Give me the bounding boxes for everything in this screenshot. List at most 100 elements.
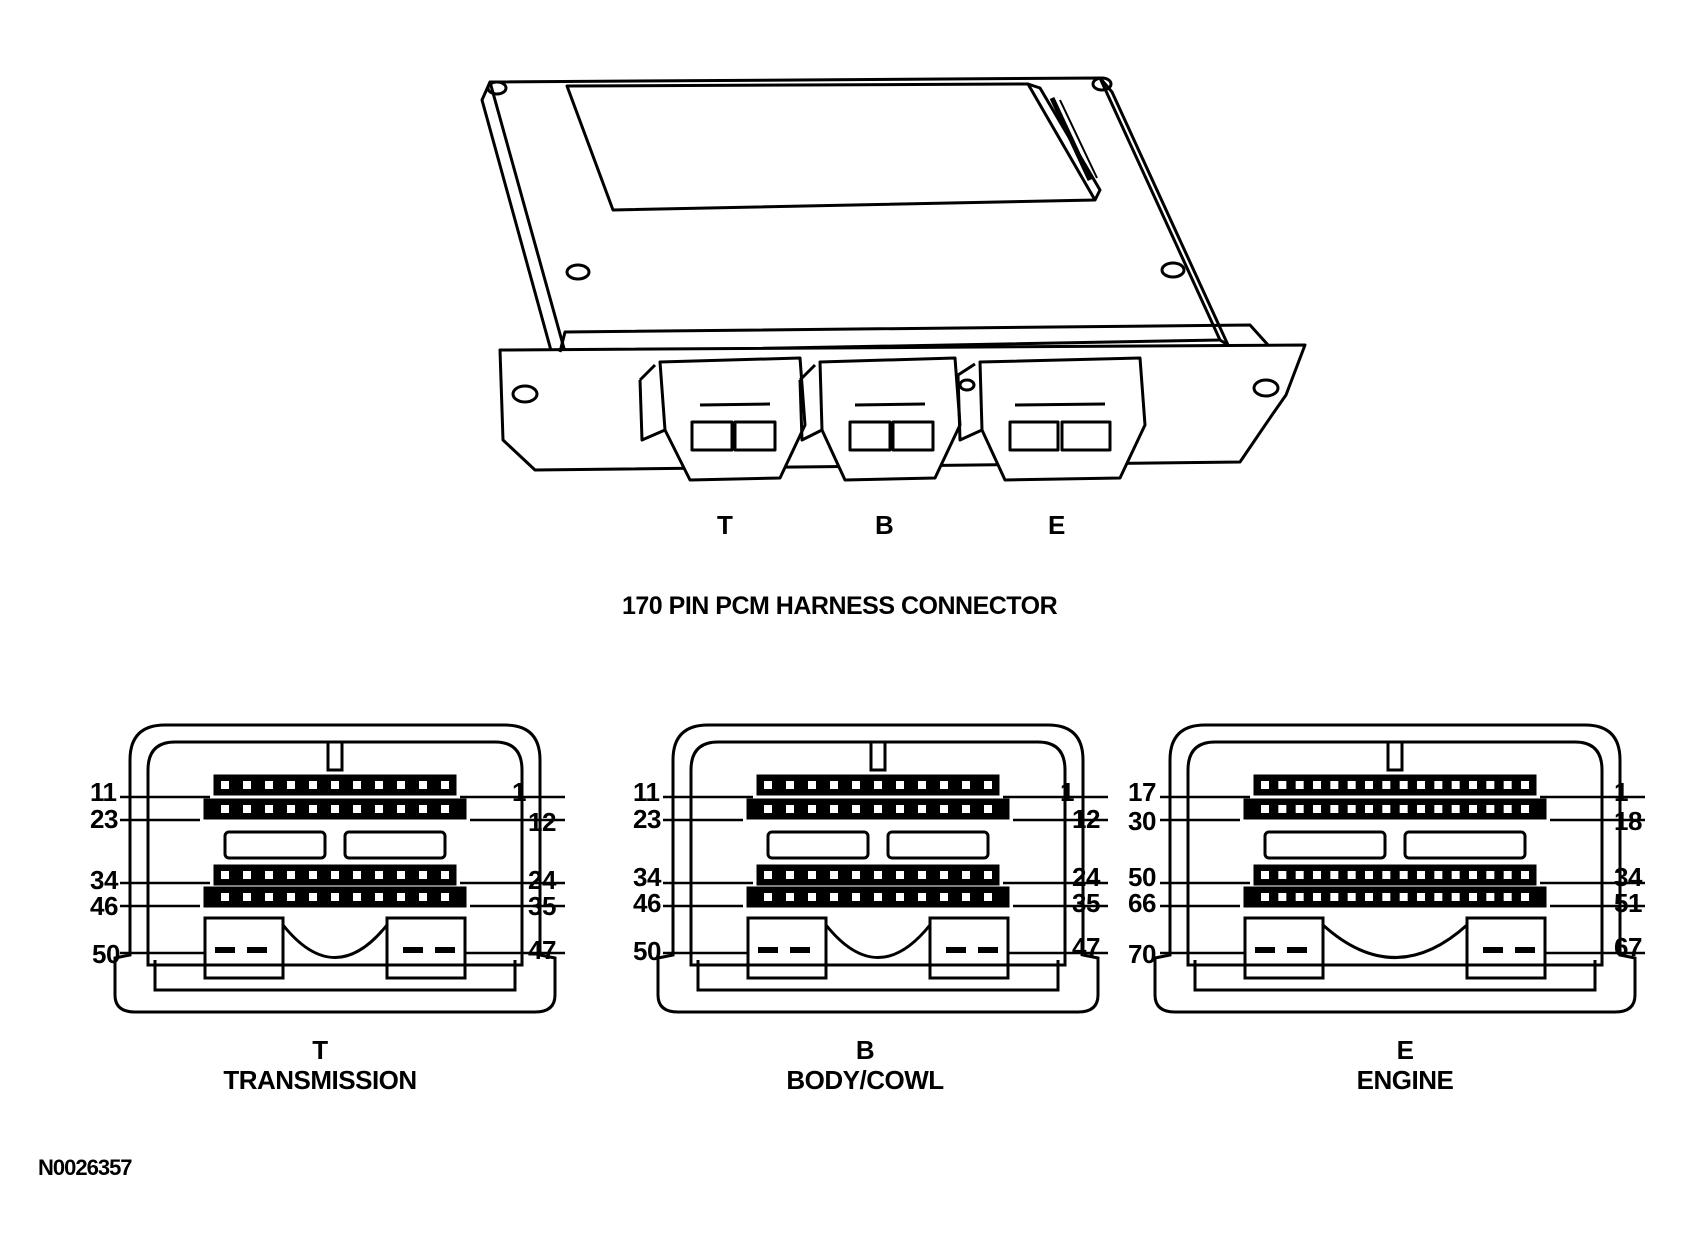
connector-shell bbox=[656, 723, 1100, 1014]
pin bbox=[265, 893, 273, 901]
pin bbox=[1278, 781, 1287, 789]
pin bbox=[309, 781, 317, 789]
pin bbox=[441, 781, 449, 789]
pin-label: 1 bbox=[512, 777, 526, 807]
screw-icon bbox=[1160, 261, 1186, 279]
pin bbox=[1503, 781, 1512, 789]
pin bbox=[962, 781, 970, 789]
module-letter-b: B bbox=[875, 510, 894, 540]
power-terminal bbox=[746, 916, 828, 980]
pin bbox=[918, 781, 926, 789]
pin bbox=[1261, 893, 1269, 901]
pin bbox=[441, 871, 449, 879]
pin-label: 30 bbox=[1128, 806, 1156, 836]
key-slot bbox=[223, 830, 327, 860]
pin-label: 35 bbox=[1072, 888, 1100, 918]
pin-label: 34 bbox=[1614, 862, 1642, 892]
pin bbox=[830, 893, 838, 901]
pin bbox=[309, 893, 317, 901]
pin bbox=[265, 781, 273, 789]
pin bbox=[265, 871, 273, 879]
module-socket-b bbox=[798, 356, 962, 482]
key-slot bbox=[886, 830, 990, 860]
pin bbox=[764, 893, 772, 901]
pin bbox=[1330, 893, 1339, 901]
pin bbox=[243, 781, 251, 789]
pin bbox=[808, 781, 816, 789]
pin bbox=[1330, 781, 1339, 789]
pin bbox=[940, 805, 948, 813]
pin bbox=[1261, 805, 1269, 813]
connector-transmission bbox=[113, 723, 565, 1014]
pin bbox=[1486, 781, 1495, 789]
pin-label: 50 bbox=[633, 936, 661, 966]
pin bbox=[1503, 805, 1512, 813]
pin-label: 50 bbox=[1128, 862, 1156, 892]
reference-code: N0026357 bbox=[38, 1155, 133, 1180]
pin bbox=[221, 781, 229, 789]
pin bbox=[1382, 871, 1391, 879]
pin bbox=[243, 893, 251, 901]
pin bbox=[1469, 893, 1477, 901]
pin bbox=[397, 871, 405, 879]
pin bbox=[1347, 893, 1356, 901]
pin bbox=[441, 893, 449, 901]
pin-label: 47 bbox=[528, 935, 556, 965]
key-slot bbox=[1263, 830, 1387, 860]
pin bbox=[874, 893, 882, 901]
pin-label: 23 bbox=[90, 804, 118, 834]
pin bbox=[896, 893, 904, 901]
pin bbox=[852, 893, 860, 901]
pin-label: 67 bbox=[1614, 932, 1642, 962]
pin-label: 23 bbox=[633, 804, 661, 834]
pin bbox=[1451, 871, 1460, 879]
pin bbox=[1347, 805, 1356, 813]
pcm-housing-top bbox=[488, 76, 1222, 354]
pin bbox=[1295, 781, 1304, 789]
pin bbox=[397, 893, 405, 901]
module-socket-t bbox=[638, 356, 807, 482]
pin bbox=[353, 805, 361, 813]
pin bbox=[309, 871, 317, 879]
pin bbox=[1417, 805, 1425, 813]
pin bbox=[1382, 805, 1391, 813]
pin bbox=[808, 893, 816, 901]
pin bbox=[331, 871, 339, 879]
pin bbox=[1330, 805, 1339, 813]
pin bbox=[243, 871, 251, 879]
pin bbox=[786, 781, 794, 789]
pin-label: 70 bbox=[1128, 939, 1156, 969]
pin bbox=[1503, 871, 1512, 879]
pin bbox=[940, 871, 948, 879]
pin bbox=[1434, 805, 1443, 813]
pin bbox=[1313, 781, 1321, 789]
pin bbox=[918, 871, 926, 879]
pin bbox=[984, 893, 992, 901]
pin bbox=[1521, 781, 1529, 789]
pin-row bbox=[1243, 798, 1547, 820]
pin bbox=[764, 805, 772, 813]
pin bbox=[1469, 805, 1477, 813]
pin bbox=[397, 805, 405, 813]
pin bbox=[1365, 893, 1373, 901]
pin bbox=[764, 871, 772, 879]
pin-label: 46 bbox=[633, 888, 661, 918]
pin bbox=[331, 781, 339, 789]
pin bbox=[940, 893, 948, 901]
pin bbox=[852, 805, 860, 813]
pin bbox=[1486, 893, 1495, 901]
connector-shell bbox=[1153, 723, 1637, 1014]
pin bbox=[353, 893, 361, 901]
pin-row bbox=[1243, 886, 1547, 908]
pin bbox=[830, 871, 838, 879]
module-socket-e bbox=[956, 356, 1147, 482]
pin bbox=[353, 871, 361, 879]
pin bbox=[1365, 805, 1373, 813]
pin bbox=[1417, 781, 1425, 789]
pin bbox=[1278, 805, 1287, 813]
pin bbox=[1295, 871, 1304, 879]
pin bbox=[962, 871, 970, 879]
power-terminal bbox=[928, 916, 1010, 980]
